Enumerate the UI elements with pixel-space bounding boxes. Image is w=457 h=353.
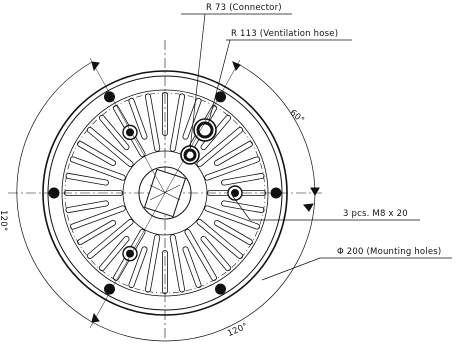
dim-arc-60 xyxy=(239,64,316,196)
cooling-fin xyxy=(221,200,265,213)
cooling-fin xyxy=(113,229,146,281)
cooling-fin xyxy=(200,114,231,151)
dim-arc-120-bottom xyxy=(91,192,316,342)
mounting-screw xyxy=(122,245,138,262)
cooling-fin xyxy=(86,127,134,167)
cooling-fin xyxy=(213,220,253,245)
dim-arc-120-left xyxy=(16,61,93,323)
cooling-fin xyxy=(200,235,231,272)
cooling-fin xyxy=(196,127,244,167)
cooling-fin xyxy=(204,156,261,181)
label-connector: R 73 (Connector) xyxy=(206,3,282,13)
cooling-fin xyxy=(196,219,244,259)
cooling-fin xyxy=(207,190,266,196)
cooling-fin xyxy=(213,141,253,166)
housing-bolt xyxy=(48,187,60,199)
label-mounting-holes: Φ 200 (Mounting holes) xyxy=(337,247,442,257)
housing-bolt xyxy=(215,283,226,295)
cooling-fin xyxy=(128,246,148,289)
cooling-fin xyxy=(145,234,161,293)
leader-screws xyxy=(231,194,420,221)
cooling-fin xyxy=(221,173,265,186)
cooling-fin xyxy=(182,97,202,140)
cooling-fin xyxy=(64,190,123,196)
angle-label-120-left: 120° xyxy=(0,210,8,232)
label-ventilation-hose: R 113 (Ventilation hose) xyxy=(231,29,339,39)
cooling-fin xyxy=(86,219,134,259)
mounting-screw xyxy=(227,185,243,201)
mounting-screw xyxy=(122,124,138,141)
cooling-fin xyxy=(169,93,185,152)
cooling-fin xyxy=(128,97,148,140)
cooling-fin xyxy=(65,173,109,186)
cooling-fin xyxy=(162,92,168,136)
cooling-fin xyxy=(69,205,126,230)
cooling-fin xyxy=(169,234,185,293)
cooling-fin xyxy=(162,250,168,294)
cooling-fin xyxy=(77,220,117,245)
cooling-fin xyxy=(77,141,117,166)
leader-mounting xyxy=(261,257,452,281)
housing-bolt xyxy=(270,187,282,199)
cooling-fin xyxy=(184,229,217,281)
cooling-fin xyxy=(65,200,109,213)
cooling-fin xyxy=(99,114,130,151)
cooling-fin xyxy=(204,205,261,230)
label-screws: 3 pcs. M8 x 20 xyxy=(343,209,408,219)
housing-bolt xyxy=(104,283,115,295)
housing-bolt xyxy=(104,91,115,103)
cooling-fin xyxy=(113,105,146,157)
cooling-fin xyxy=(145,93,161,152)
cooling-fin xyxy=(99,235,130,272)
cooling-fin xyxy=(69,156,126,181)
cooling-fin xyxy=(182,246,202,289)
